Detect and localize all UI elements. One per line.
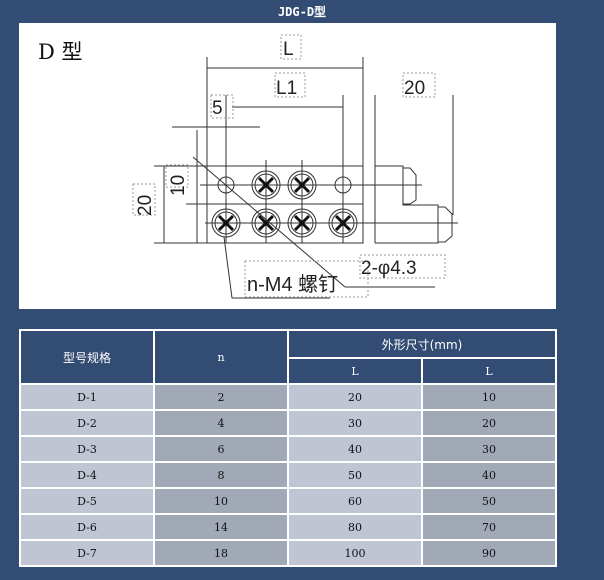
cell-model: D-4 bbox=[19, 461, 155, 489]
dimension-drawing: L L1 5 20 10 20 n-M4 螺钉 2-φ4.3 bbox=[132, 34, 458, 299]
label-20-side: 20 bbox=[135, 195, 156, 216]
cell-n: 18 bbox=[153, 539, 289, 567]
cell-L: 20 bbox=[287, 383, 423, 411]
cell-n: 10 bbox=[153, 487, 289, 515]
cell-model: D-1 bbox=[19, 383, 155, 411]
cell-L1: 50 bbox=[421, 487, 557, 515]
label-L1: L1 bbox=[276, 78, 297, 99]
header-L: L bbox=[421, 357, 557, 385]
cell-L1: 90 bbox=[421, 539, 557, 567]
label-hole: 2-φ4.3 bbox=[361, 258, 417, 279]
page-title: JDG-D型 bbox=[277, 5, 327, 19]
label-10: 10 bbox=[168, 175, 189, 196]
cell-L1: 70 bbox=[421, 513, 557, 541]
cell-n: 6 bbox=[153, 435, 289, 463]
cell-L: 100 bbox=[287, 539, 423, 567]
cell-L: 60 bbox=[287, 487, 423, 515]
label-5: 5 bbox=[212, 98, 223, 119]
label-20-top: 20 bbox=[404, 78, 425, 99]
cell-L1: 10 bbox=[421, 383, 557, 411]
cell-model: D-6 bbox=[19, 513, 155, 541]
cell-model: D-3 bbox=[19, 435, 155, 463]
cell-L1: 40 bbox=[421, 461, 557, 489]
cell-L1: 30 bbox=[421, 435, 557, 463]
cell-model: D-2 bbox=[19, 409, 155, 437]
header-dims: 外形尺寸(mm) bbox=[287, 329, 557, 359]
drawing-title: D 型 bbox=[38, 40, 83, 64]
header-n: n bbox=[153, 329, 289, 385]
cell-L1: 20 bbox=[421, 409, 557, 437]
cell-L: 40 bbox=[287, 435, 423, 463]
cell-n: 4 bbox=[153, 409, 289, 437]
cell-L: 80 bbox=[287, 513, 423, 541]
cell-L: 50 bbox=[287, 461, 423, 489]
label-screw: n-M4 螺钉 bbox=[247, 273, 338, 296]
header-L: L bbox=[287, 357, 423, 385]
cell-n: 8 bbox=[153, 461, 289, 489]
cell-n: 2 bbox=[153, 383, 289, 411]
cell-model: D-7 bbox=[19, 539, 155, 567]
label-L: L bbox=[283, 39, 294, 60]
header-model: 型号规格 bbox=[19, 329, 155, 385]
cell-n: 14 bbox=[153, 513, 289, 541]
cell-model: D-5 bbox=[19, 487, 155, 515]
cell-L: 30 bbox=[287, 409, 423, 437]
